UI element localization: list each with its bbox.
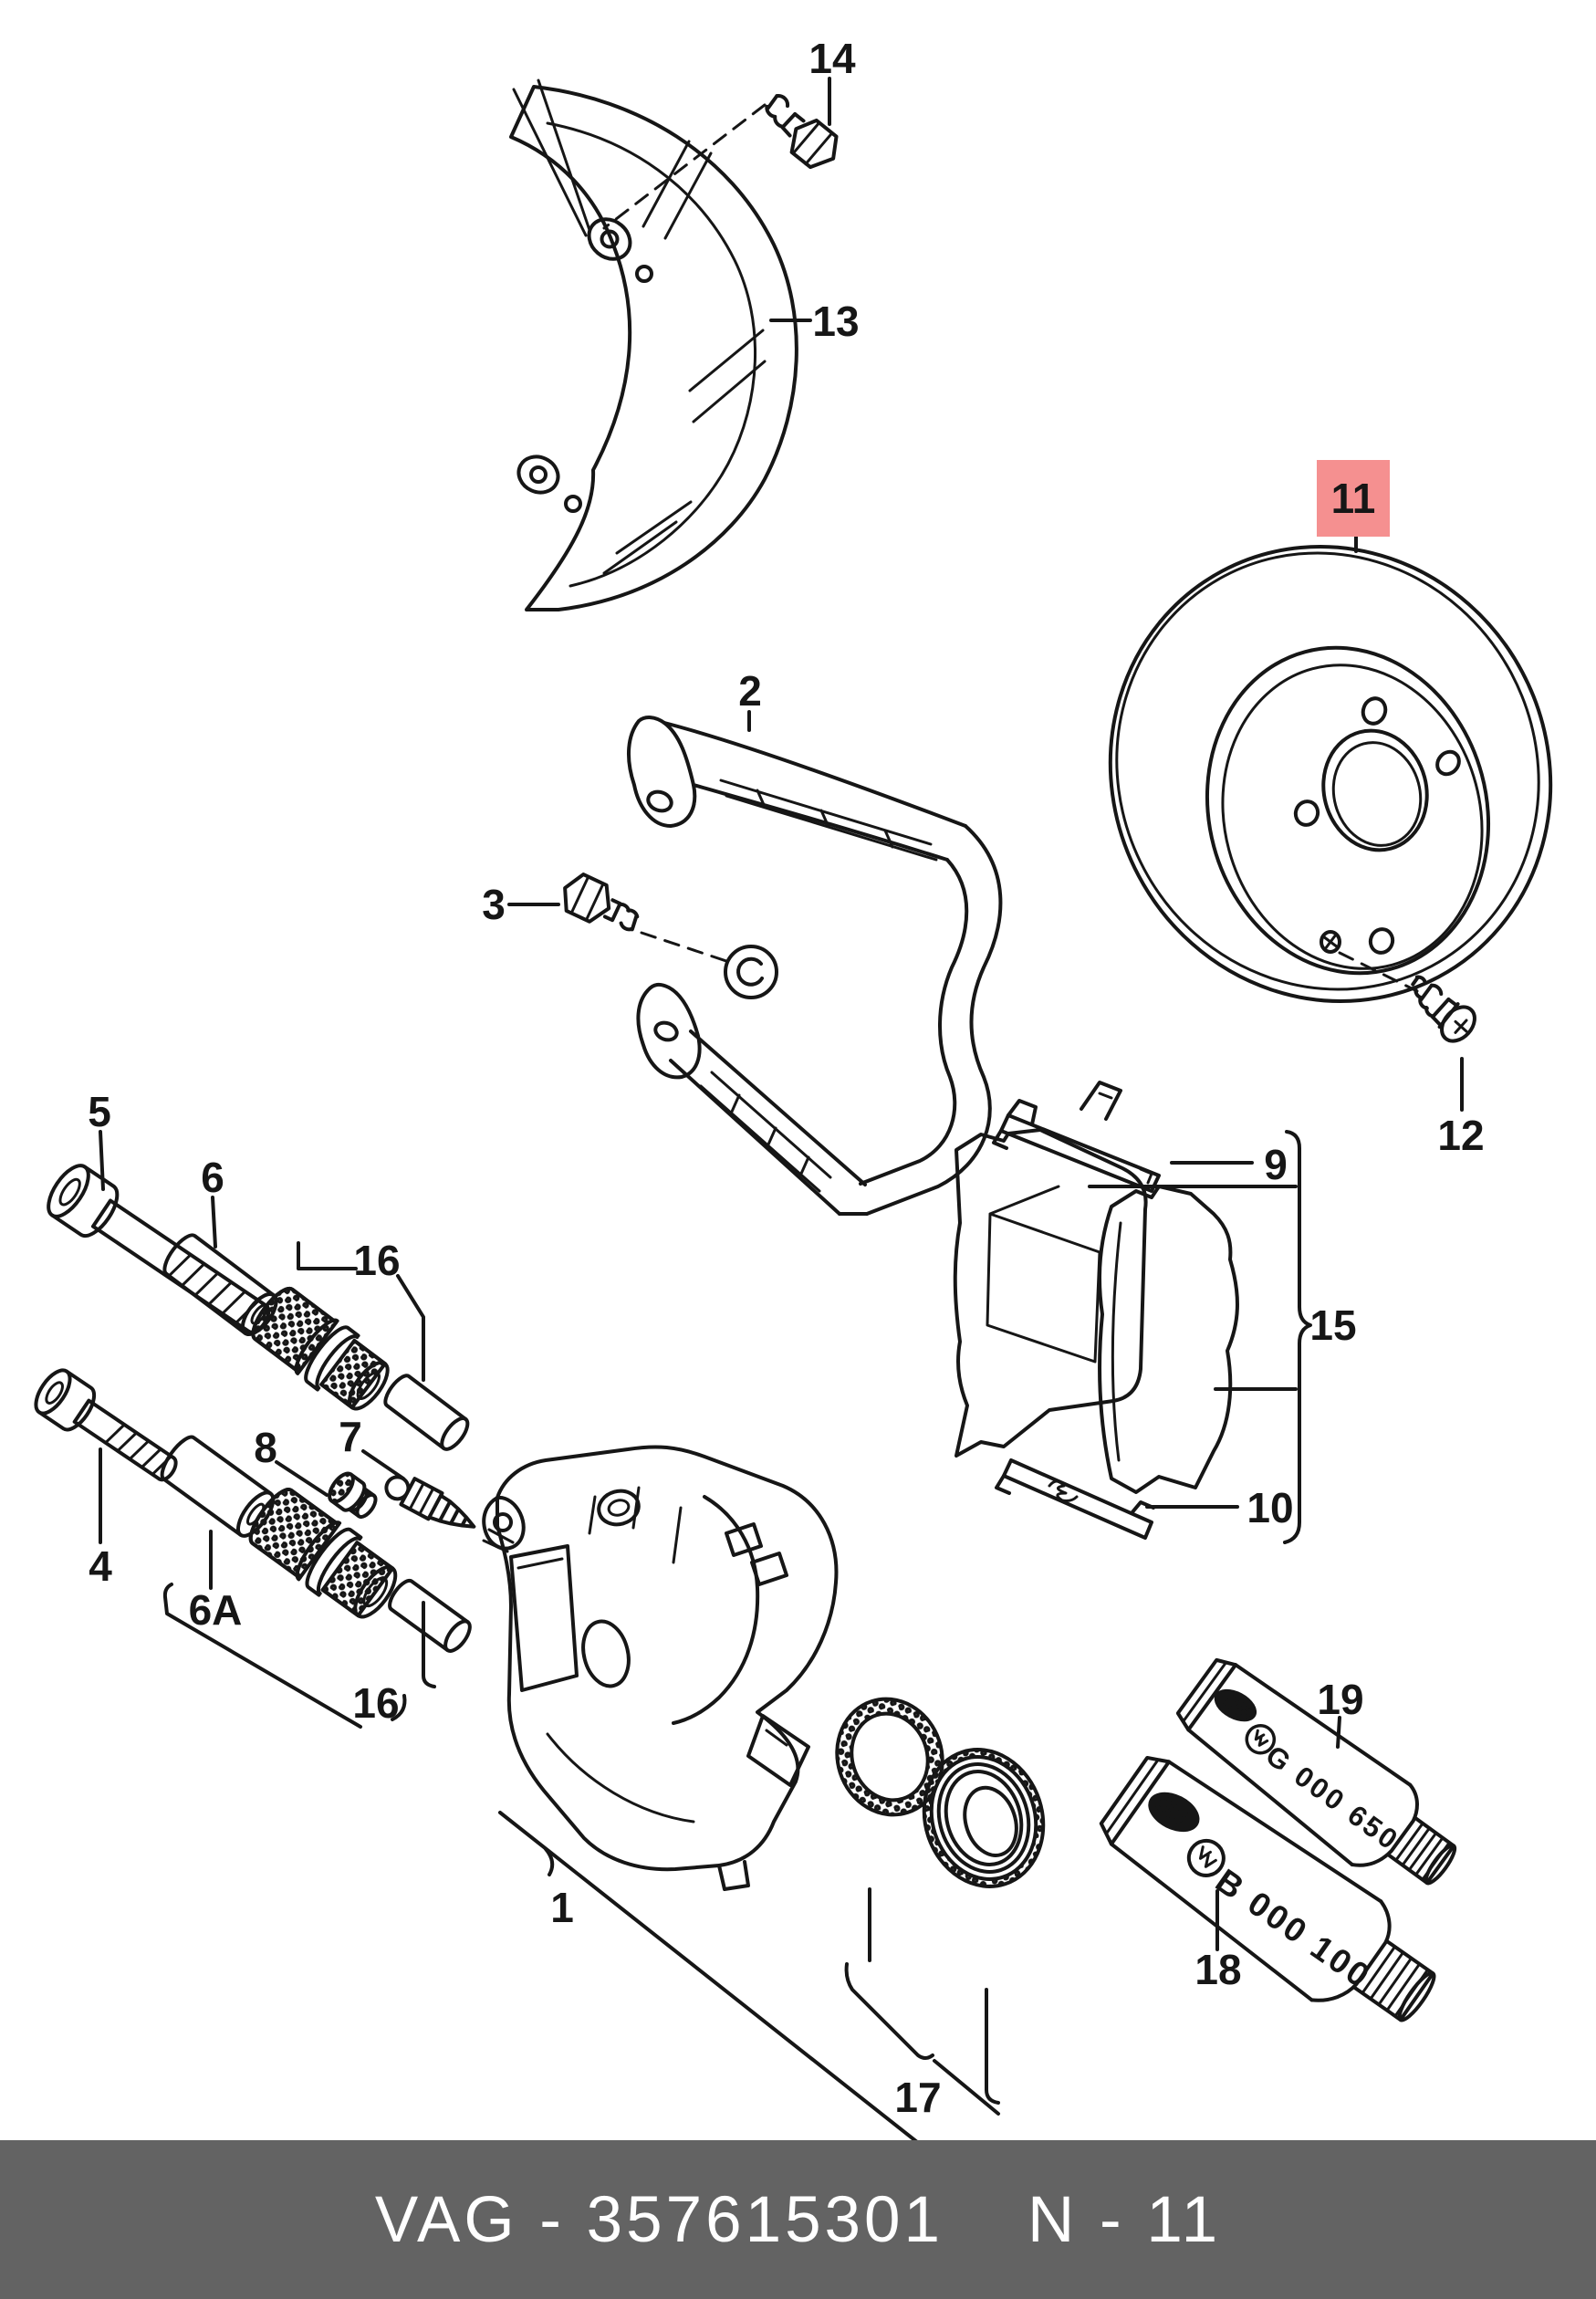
grease-tube-part-18[interactable]: B 000 100 xyxy=(1088,1744,1455,2053)
pads-group-bracket xyxy=(1283,1130,1312,1544)
inner-brake-pad[interactable] xyxy=(1098,1185,1239,1494)
guide-pin-part-16-lower[interactable] xyxy=(385,1577,475,1655)
caliper-carrier-part-2[interactable] xyxy=(627,716,1003,1216)
part-label-14[interactable]: 14 xyxy=(808,35,856,82)
part-label-9[interactable]: 9 xyxy=(1264,1141,1288,1188)
carrier-hole xyxy=(653,1020,679,1042)
part-label-12[interactable]: 12 xyxy=(1437,1112,1484,1159)
plug-part-8[interactable] xyxy=(325,1469,381,1523)
wheel-bolt-hole xyxy=(1435,749,1461,777)
pad-retainer-spring-part-9[interactable] xyxy=(992,1081,1161,1193)
part-label-3[interactable]: 3 xyxy=(482,881,506,928)
pad-retainer-spring-part-10[interactable] xyxy=(995,1458,1155,1540)
part-label-16-upper[interactable]: 16 xyxy=(353,1237,400,1284)
screw12-axis-line xyxy=(1338,951,1419,993)
shield-hole xyxy=(564,495,582,513)
shield-hole xyxy=(529,465,548,484)
footer-page-number: N - 11 xyxy=(1027,2183,1222,2256)
part-label-5[interactable]: 5 xyxy=(88,1088,111,1135)
disc-screw-part-12[interactable] xyxy=(1399,968,1481,1048)
part-label-8[interactable]: 8 xyxy=(254,1424,277,1471)
part-label-10[interactable]: 10 xyxy=(1247,1484,1293,1531)
outer-brake-pad[interactable] xyxy=(953,1128,1148,1458)
part-label-16-lower[interactable]: 16 xyxy=(352,1679,399,1727)
audi-rings-icon xyxy=(1214,1688,1257,1722)
shield-hole xyxy=(635,265,653,283)
part-label-19[interactable]: 19 xyxy=(1317,1676,1363,1723)
part-labels: 14 13 2 3 5 6 16 8 7 4 6A 16 1 17 11 12 9 15 10 19 18 xyxy=(88,35,1484,2121)
guide-pin-part-16-upper[interactable] xyxy=(381,1372,473,1453)
caliper-housing-part-1[interactable] xyxy=(482,1445,839,1891)
wheel-bolt-hole xyxy=(1293,799,1320,827)
wheel-bolt-hole xyxy=(1361,696,1388,726)
set-screw-hole xyxy=(1320,930,1341,954)
vw-roundel-icon xyxy=(1186,1838,1226,1877)
piston-seal-part-17[interactable] xyxy=(822,1686,957,1829)
shield-hole xyxy=(600,229,620,249)
part-label-4[interactable]: 4 xyxy=(89,1542,112,1590)
bleeder-valve-part-7[interactable] xyxy=(381,1468,481,1540)
part-label-18[interactable]: 18 xyxy=(1194,1946,1241,1993)
part-label-1[interactable]: 1 xyxy=(550,1884,574,1931)
vw-roundel-icon xyxy=(1245,1724,1277,1755)
bolt14-axis-line xyxy=(602,103,767,230)
caliper-ear-hole xyxy=(493,1512,513,1532)
carrier-hole xyxy=(646,789,673,813)
shield-bolt-part-14[interactable] xyxy=(756,88,846,175)
carrier-bolt-part-3[interactable] xyxy=(557,870,645,939)
part-label-15[interactable]: 15 xyxy=(1309,1301,1356,1349)
guide-bolt-part-4[interactable] xyxy=(29,1364,186,1492)
wheel-bolt-hole xyxy=(1368,927,1395,955)
part-label-17[interactable]: 17 xyxy=(894,2074,941,2121)
brake-disc-part-11[interactable] xyxy=(1031,469,1596,1079)
dust-boot-part-17[interactable] xyxy=(907,1734,1061,1902)
footer-part-code: VAG - 357615301 xyxy=(374,2183,944,2256)
highlight-box-part-11 xyxy=(1317,460,1390,537)
part-label-11[interactable]: 11 xyxy=(1331,475,1376,522)
audi-rings-icon xyxy=(1148,1792,1200,1833)
splash-shield-part-13[interactable] xyxy=(509,78,798,611)
guide-bushing-part-16-lower[interactable] xyxy=(242,1481,406,1628)
bolt3-axis-line xyxy=(640,931,736,966)
part-label-13[interactable]: 13 xyxy=(812,298,859,345)
footer-bar: VAG - 357615301 N - 11 xyxy=(0,2140,1596,2299)
part-label-7[interactable]: 7 xyxy=(339,1413,362,1460)
part-label-2[interactable]: 2 xyxy=(738,667,762,715)
tube-19-marking: G 000 650 xyxy=(1260,1739,1406,1856)
part-label-6A[interactable]: 6A xyxy=(189,1586,243,1634)
part-label-6[interactable]: 6 xyxy=(201,1154,224,1201)
guide-bushing-part-16-upper[interactable] xyxy=(245,1280,398,1419)
